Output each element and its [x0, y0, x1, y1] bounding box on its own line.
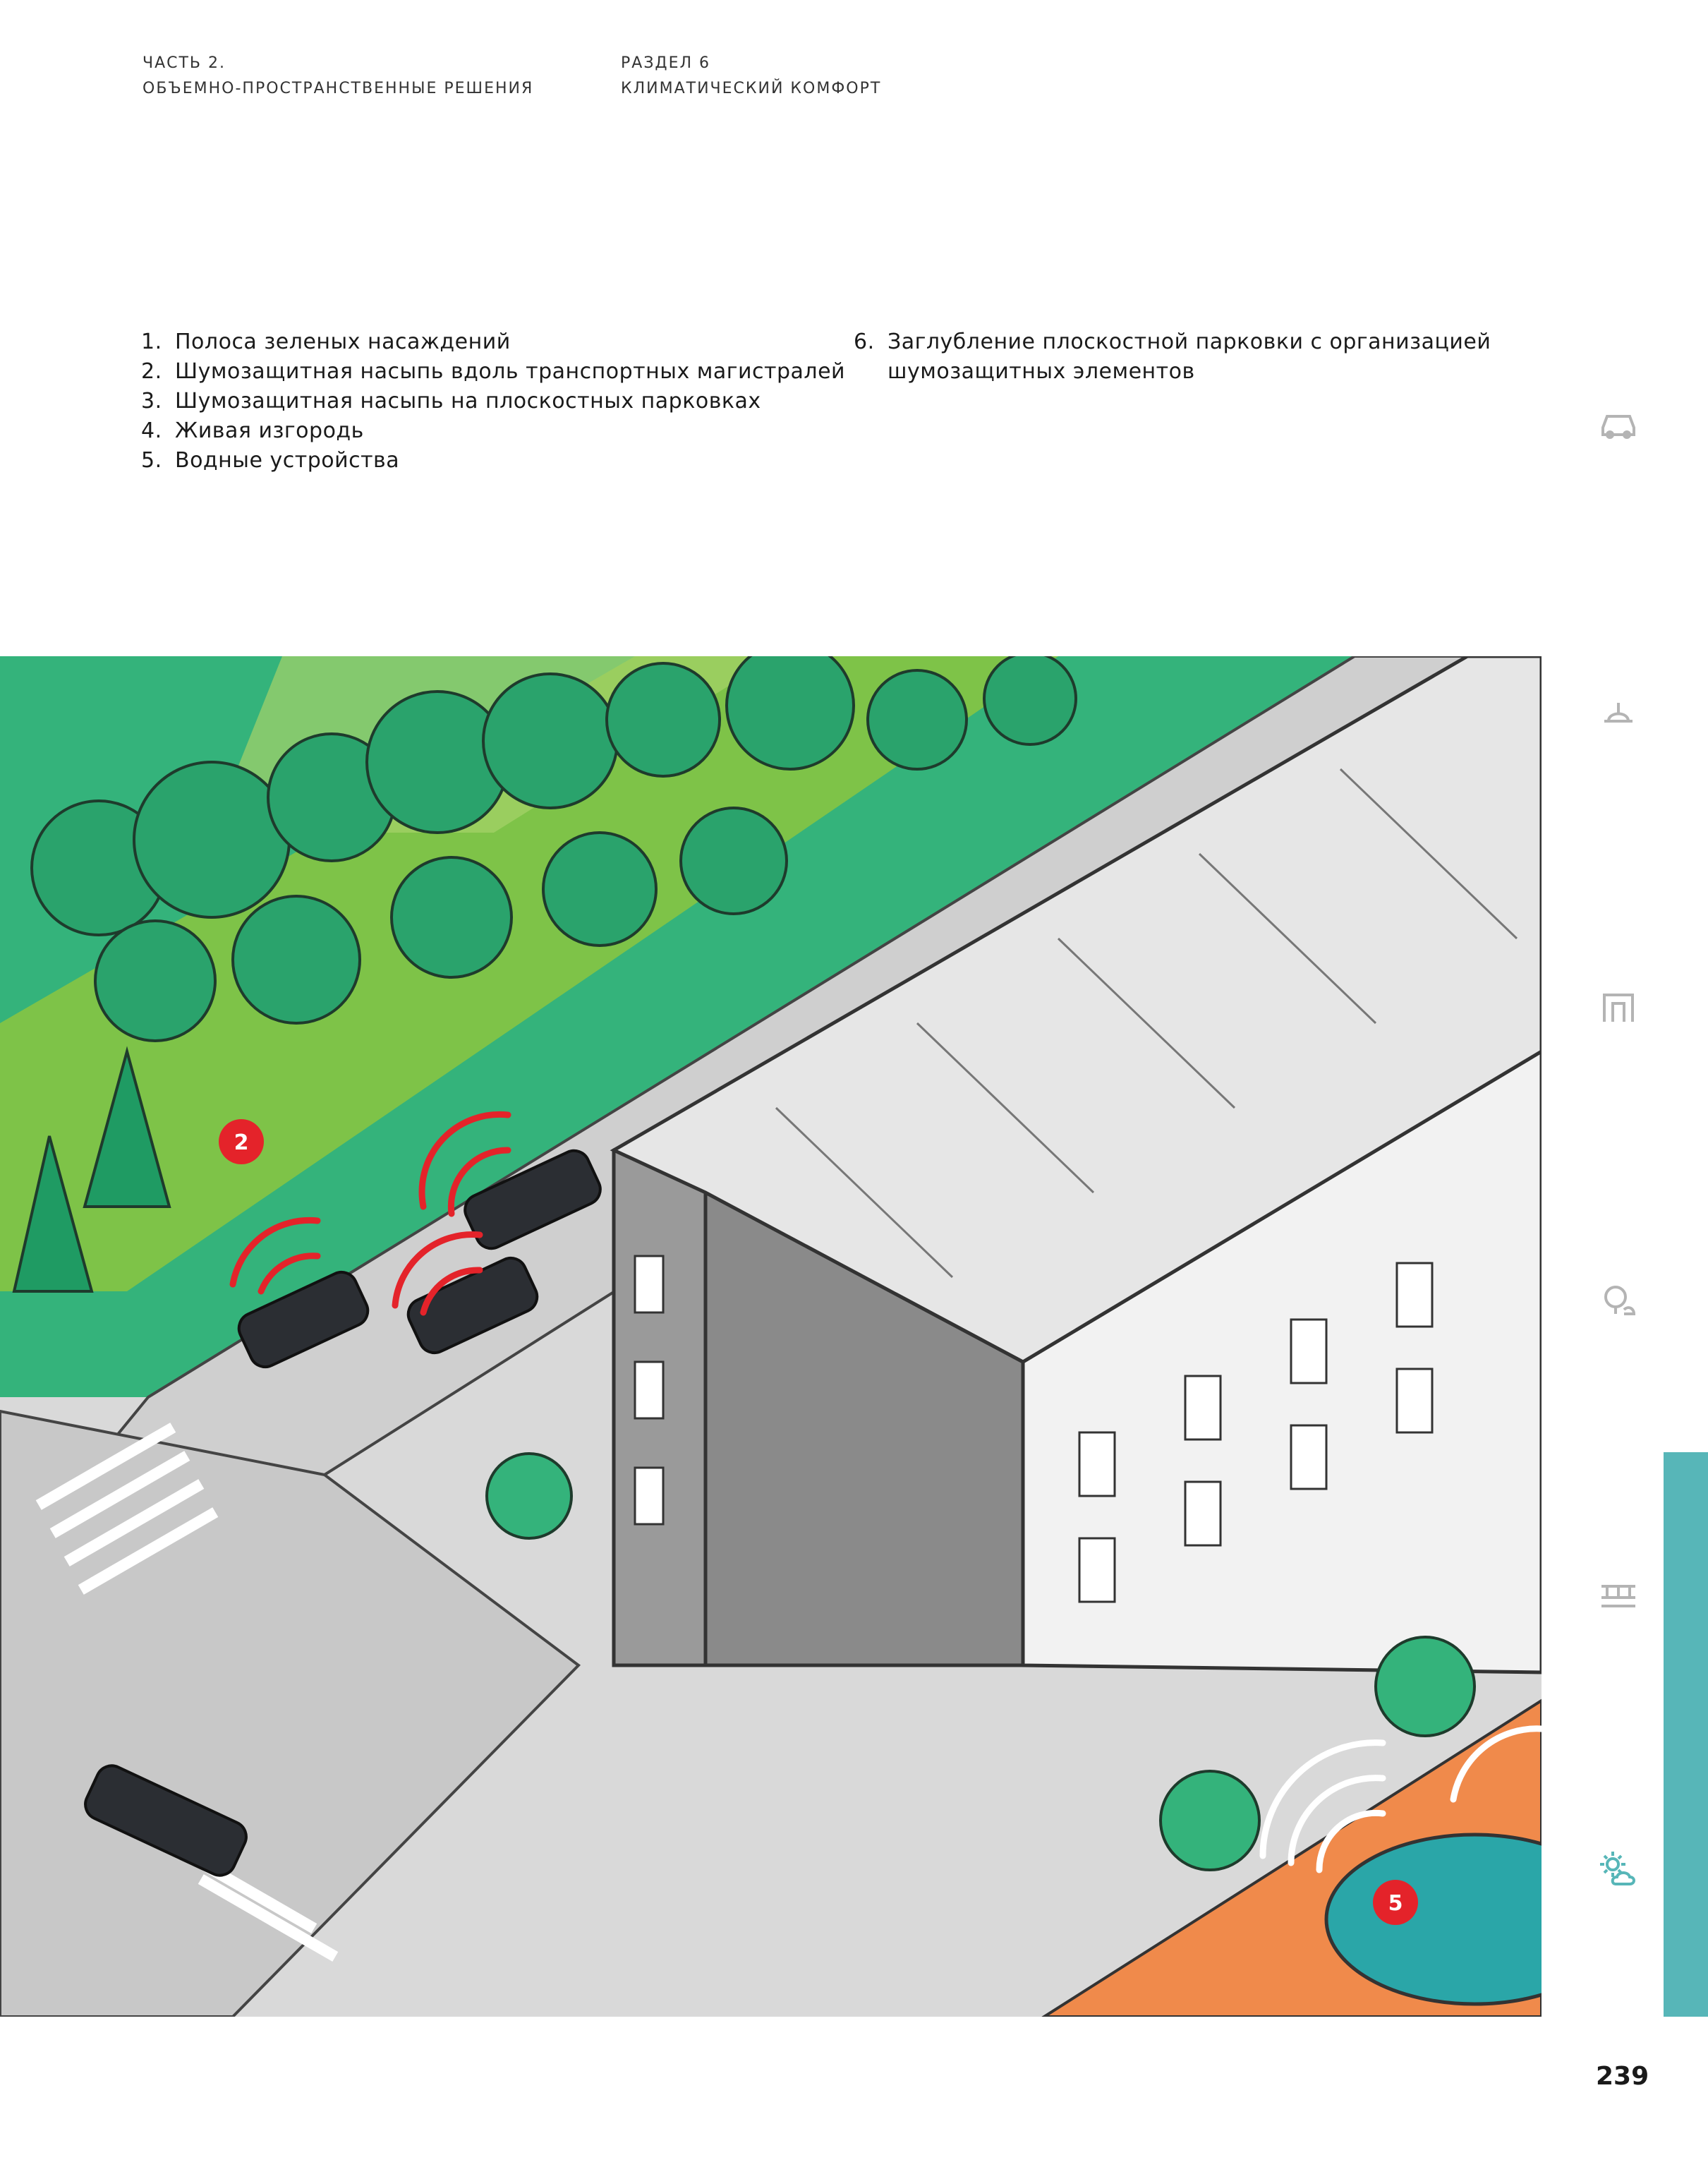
running-header-part: ЧАСТЬ 2. ОБЪЕМНО-ПРОСТРАНСТВЕННЫЕ РЕШЕНИ…: [143, 51, 533, 102]
section-tab: [1664, 1452, 1708, 2017]
lamp-icon[interactable]: [1596, 693, 1641, 738]
building-roof: [610, 656, 1542, 1364]
legend-item: 3.Шумозащитная насыпь на плоскостных пар…: [141, 389, 761, 414]
fountain-pool: [1324, 1833, 1542, 2006]
park-trees: [30, 656, 1077, 1042]
page-number: 239: [1596, 2062, 1649, 2091]
legend-item: 6.Заглубление плоскостной парковки с орг…: [854, 330, 1491, 384]
bridge-icon[interactable]: [1596, 1569, 1641, 1614]
legend-list-left: 1.Полоса зеленых насаждений 2.Шумозащитн…: [141, 327, 847, 476]
section-number: РАЗДЕЛ 6: [621, 54, 711, 72]
building-icon[interactable]: [1596, 985, 1641, 1030]
legend-item: 4.Живая изгородь: [141, 418, 364, 443]
part-number: ЧАСТЬ 2.: [143, 54, 226, 72]
isometric-illustration: 2 5: [0, 656, 1542, 2017]
marker-2: 2: [219, 1119, 264, 1164]
lawn-strip: [0, 656, 1058, 1291]
legend-item: 1.Полоса зеленых насаждений: [141, 330, 511, 354]
section-title: КЛИМАТИЧЕСКИЙ КОМФОРТ: [621, 80, 882, 97]
tree-icon[interactable]: [1596, 1277, 1641, 1322]
running-header-section: РАЗДЕЛ 6 КЛИМАТИЧЕСКИЙ КОМФОРТ: [621, 51, 881, 102]
legend-item: 5.Водные устройства: [141, 448, 400, 473]
noise-waves: [229, 1111, 511, 1316]
legend-list-right: 6.Заглубление плоскостной парковки с орг…: [854, 327, 1524, 387]
legend-item: 2.Шумозащитная насыпь вдоль транспортных…: [141, 359, 846, 384]
car-icon[interactable]: [1596, 401, 1641, 446]
svg-text:5: 5: [1388, 1891, 1403, 1916]
marker-5: 5: [1373, 1880, 1418, 1925]
city-block-drawing: 2 5: [0, 656, 1542, 2017]
cars: [84, 1149, 602, 1877]
weather-icon[interactable]: [1596, 1847, 1641, 1893]
svg-text:2: 2: [234, 1130, 249, 1155]
part-title: ОБЪЕМНО-ПРОСТРАНСТВЕННЫЕ РЕШЕНИЯ: [143, 80, 534, 97]
